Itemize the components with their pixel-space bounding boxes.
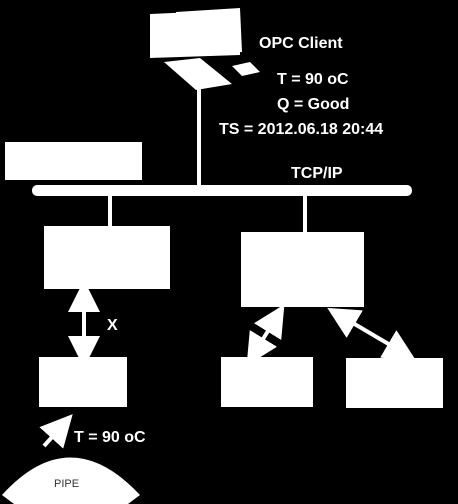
client-temperature: T = 90 oC [277, 71, 349, 88]
sensor-arrow [39, 414, 73, 449]
sensor-temperature: T = 90 oC [74, 429, 146, 446]
tcpip-bus [32, 185, 412, 196]
client-timestamp: TS = 2012.06.18 20:44 [219, 121, 384, 138]
device-box-left [39, 357, 127, 407]
device-box-middle [221, 357, 313, 407]
network-label: TCP/IP [291, 165, 343, 182]
pipe-shape [2, 457, 140, 504]
computer-icon [150, 8, 260, 90]
pipe-label: PIPE [54, 478, 80, 490]
server-box-right [241, 232, 364, 307]
link-label-x: X [107, 317, 118, 334]
device-box-right [346, 358, 443, 408]
server-box-left [44, 226, 170, 289]
client-quality: Q = Good [277, 96, 350, 113]
top-left-box [5, 142, 142, 180]
client-title: OPC Client [259, 35, 343, 52]
link-arrow-middle [246, 304, 285, 366]
link-arrow-right [327, 307, 416, 361]
